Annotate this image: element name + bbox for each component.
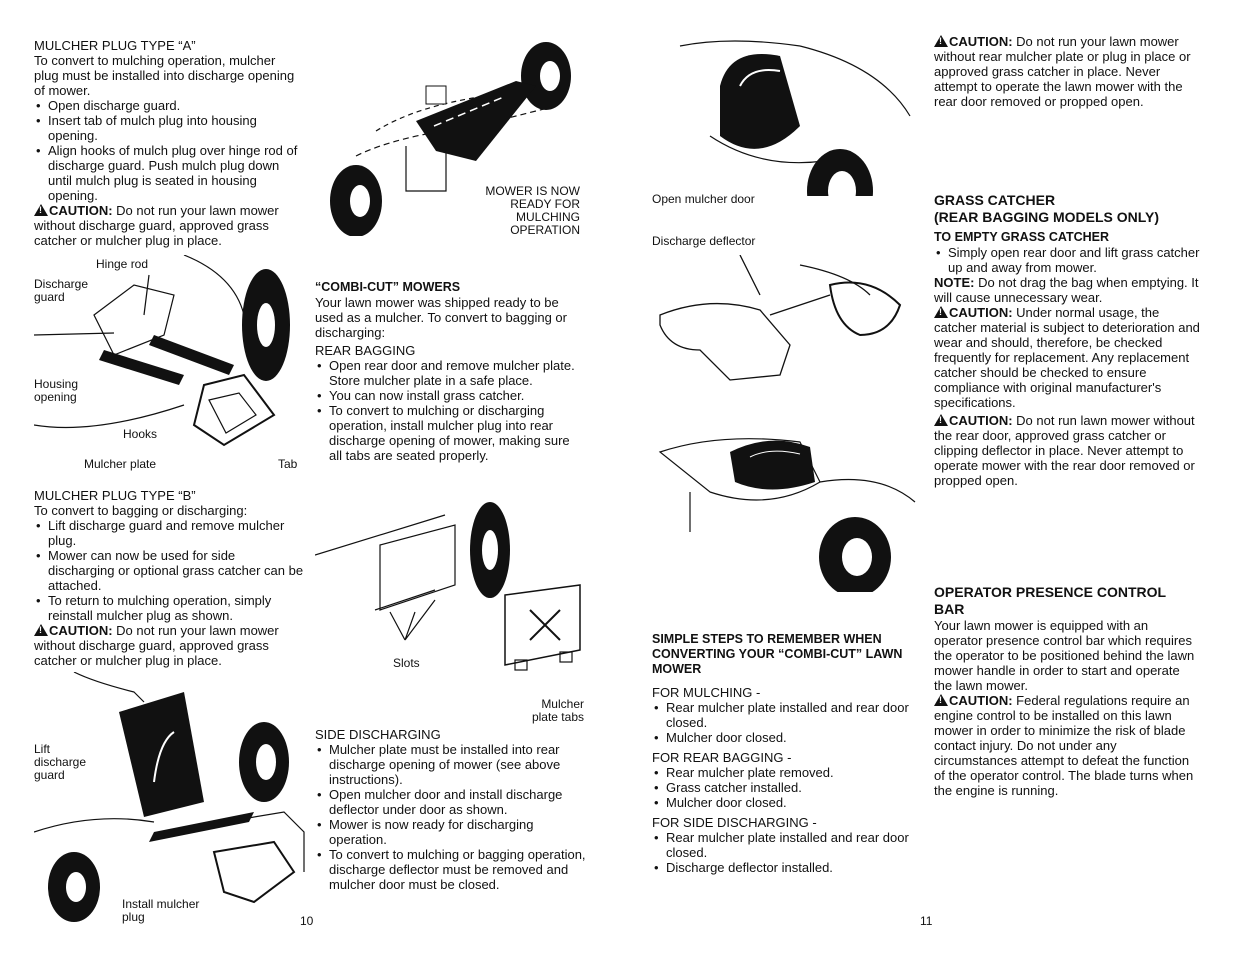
side-discharging-title: SIDE DISCHARGING	[315, 727, 441, 742]
mower-mulching-figure	[330, 42, 571, 236]
label-tab: Tab	[278, 457, 298, 471]
side-discharging-steps-title: FOR SIDE DISCHARGING -	[652, 815, 817, 830]
list-item: Discharge deflector installed.	[652, 860, 914, 875]
plug-a-caution: CAUTION: Do not run your lawn mower with…	[34, 203, 302, 248]
warning-icon	[34, 624, 48, 636]
mulching-list: Rear mulcher plate installed and rear do…	[652, 700, 914, 745]
warning-icon	[934, 306, 948, 318]
list-item: Rear mulcher plate removed.	[652, 765, 914, 780]
list-item: Open mulcher door and install discharge …	[315, 787, 587, 817]
combi-title: “COMBI-CUT” MOWERS	[315, 280, 461, 294]
list-item: Align hooks of mulch plug over hinge rod…	[34, 143, 302, 203]
grass-catcher-title: GRASS CATCHER	[934, 192, 1056, 208]
mulching-title: FOR MULCHING -	[652, 685, 761, 700]
page-number-left: 10	[300, 914, 314, 928]
list-item: Mulcher door closed.	[652, 795, 914, 810]
note: NOTE: Do not drag the bag when emptying.…	[934, 275, 1199, 305]
empty-catcher-list: Simply open rear door and lift grass cat…	[934, 245, 1202, 275]
list-item: Rear mulcher plate installed and rear do…	[652, 700, 914, 730]
open-door-figure	[679, 40, 911, 196]
catcher-caution-2: CAUTION: Do not run lawn mower without t…	[934, 413, 1202, 488]
mulcher-plate-figure	[315, 502, 581, 671]
grass-catcher-section: GRASS CATCHER (REAR BAGGING MODELS ONLY)…	[934, 192, 1202, 488]
opc-body: Your lawn mower is equipped with an oper…	[934, 618, 1195, 693]
caution-top: CAUTION: Do not run your lawn mower with…	[934, 34, 1204, 109]
list-item: You can now install grass catcher.	[315, 388, 585, 403]
list-item: Open rear door and remove mulcher plate.…	[315, 358, 585, 388]
label-hooks: Hooks	[123, 427, 158, 441]
list-item: To return to mulching operation, simply …	[34, 593, 304, 623]
plug-a-intro: To convert to mulching operation, mulche…	[34, 53, 295, 98]
label-hinge-rod: Hinge rod	[96, 257, 149, 271]
plug-a-title: MULCHER PLUG TYPE “A”	[34, 38, 196, 53]
page-number-right: 11	[920, 914, 933, 928]
combi-intro: Your lawn mower was shipped ready to be …	[315, 295, 567, 340]
label-open-door: Open mulcher door	[652, 192, 755, 206]
label-discharge-deflector: Discharge deflector	[652, 234, 756, 248]
side-discharging-steps-list: Rear mulcher plate installed and rear do…	[652, 830, 914, 875]
list-item: Mower can now be used for side dischargi…	[34, 548, 304, 593]
rear-bagging-title: REAR BAGGING	[315, 343, 416, 358]
plug-b-section: MULCHER PLUG TYPE “B” To convert to bagg…	[34, 488, 304, 668]
list-item: Simply open rear door and lift grass cat…	[934, 245, 1202, 275]
simple-steps-title: SIMPLE STEPS TO REMEMBER WHEN CONVERTING…	[652, 632, 903, 676]
list-item: To convert to mulching or discharging op…	[315, 403, 585, 463]
list-item: Lift discharge guard and remove mulcher …	[34, 518, 304, 548]
list-item: Mulcher plate must be installed into rea…	[315, 742, 587, 787]
opc-section: OPERATOR PRESENCE CONTROL BAR Your lawn …	[934, 584, 1200, 798]
list-item: Mulcher door closed.	[652, 730, 914, 745]
label-lift-guard: Lift discharge guard	[34, 742, 87, 782]
label-slots: Slots	[393, 656, 420, 670]
figure-caption-mulching: MOWER IS NOW READY FOR MULCHING OPERATIO…	[485, 184, 580, 237]
lift-guard-figure	[34, 672, 305, 922]
warning-icon	[34, 204, 48, 216]
label-housing-opening: Housing opening	[34, 377, 79, 404]
catcher-caution-1: CAUTION: Under normal usage, the catcher…	[934, 305, 1202, 410]
warning-icon	[934, 414, 948, 426]
opc-caution: CAUTION: Federal regulations require an …	[934, 693, 1200, 798]
rear-bagging-steps-list: Rear mulcher plate removed. Grass catche…	[652, 765, 914, 810]
side-discharging-section: SIDE DISCHARGING Mulcher plate must be i…	[315, 727, 587, 892]
discharge-deflector-figure	[659, 255, 902, 381]
label-mulcher-plate: Mulcher plate	[84, 457, 157, 471]
list-item: Grass catcher installed.	[652, 780, 914, 795]
rear-bagging-steps-title: FOR REAR BAGGING -	[652, 750, 792, 765]
deflector-installed-figure	[658, 438, 916, 592]
list-item: To convert to mulching or bagging operat…	[315, 847, 587, 892]
plug-b-title: MULCHER PLUG TYPE “B”	[34, 488, 196, 503]
grass-catcher-subtitle: (REAR BAGGING MODELS ONLY)	[934, 209, 1160, 225]
discharge-guard-figure	[34, 255, 290, 447]
warning-icon	[934, 35, 948, 47]
combi-section: “COMBI-CUT” MOWERS Your lawn mower was s…	[315, 280, 585, 463]
plug-a-list: Open discharge guard. Insert tab of mulc…	[34, 98, 302, 203]
list-item: Open discharge guard.	[34, 98, 302, 113]
plug-b-intro: To convert to bagging or discharging:	[34, 503, 248, 518]
opc-title: OPERATOR PRESENCE CONTROL BAR	[934, 584, 1166, 617]
simple-steps-section: SIMPLE STEPS TO REMEMBER WHEN CONVERTING…	[652, 632, 914, 875]
rear-bagging-list: Open rear door and remove mulcher plate.…	[315, 358, 585, 463]
plug-a-section: MULCHER PLUG TYPE “A” To convert to mulc…	[34, 38, 302, 248]
list-item: Mower is now ready for discharging opera…	[315, 817, 587, 847]
warning-icon	[934, 694, 948, 706]
list-item: Insert tab of mulch plug into housing op…	[34, 113, 302, 143]
label-discharge-guard: Discharge guard	[34, 277, 89, 304]
side-discharging-list: Mulcher plate must be installed into rea…	[315, 742, 587, 892]
list-item: Rear mulcher plate installed and rear do…	[652, 830, 914, 860]
label-plate-tabs: Mulcher plate tabs	[531, 697, 584, 724]
plug-b-list: Lift discharge guard and remove mulcher …	[34, 518, 304, 623]
plug-b-caution: CAUTION: Do not run your lawn mower with…	[34, 623, 304, 668]
empty-catcher-title: TO EMPTY GRASS CATCHER	[934, 230, 1110, 244]
label-install-plug: Install mulcher plug	[122, 897, 200, 924]
